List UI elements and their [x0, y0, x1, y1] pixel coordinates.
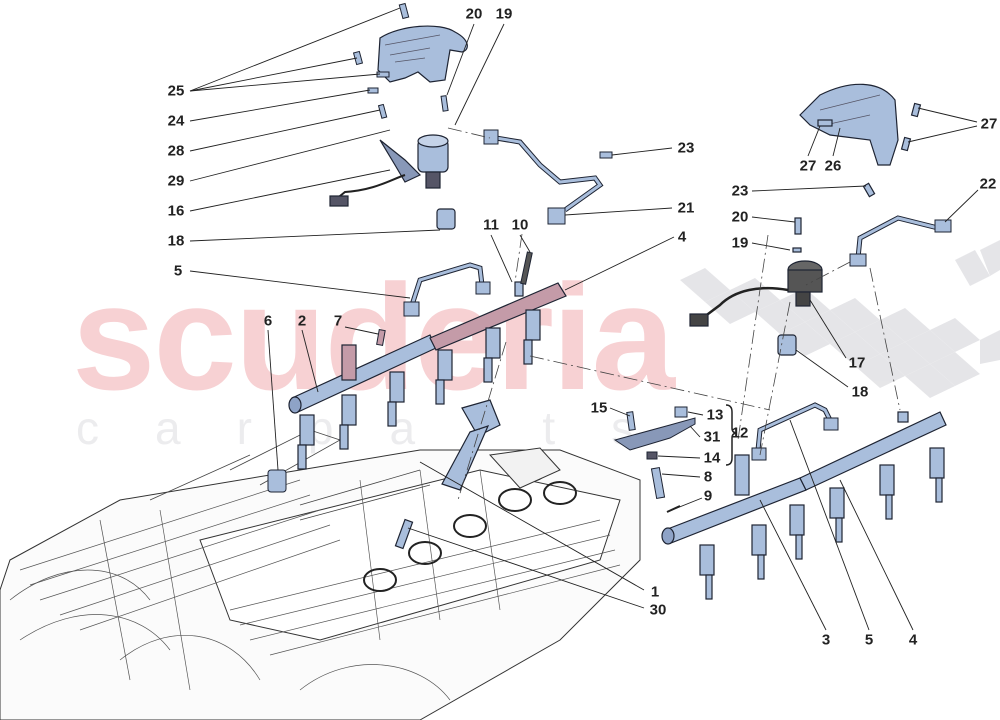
- fuel-pipe-5-right: [751, 402, 839, 461]
- callout-1[interactable]: 1: [650, 583, 660, 601]
- callout-24[interactable]: 24: [167, 112, 185, 130]
- bolt-7: [376, 329, 386, 346]
- group-12-brace: [725, 404, 738, 466]
- callout-31[interactable]: 31: [703, 428, 721, 446]
- callout-17[interactable]: 17: [848, 354, 866, 372]
- callout-10[interactable]: 10: [511, 216, 529, 234]
- leader-lines: [189, 7, 979, 631]
- callout-25[interactable]: 25: [167, 82, 185, 100]
- pump-cover-left: [377, 25, 468, 83]
- callout-23[interactable]: 23: [731, 182, 749, 200]
- callout-19[interactable]: 19: [495, 5, 513, 23]
- callout-15[interactable]: 15: [590, 399, 608, 417]
- fuel-pipe-21: [483, 129, 604, 225]
- callout-16[interactable]: 16: [167, 202, 185, 220]
- bolt-23-left: [599, 151, 613, 159]
- hp-pump-right: [689, 260, 823, 356]
- hp-pump-left: [329, 134, 456, 230]
- callout-9[interactable]: 9: [703, 487, 713, 505]
- fuel-rail-right: [661, 411, 947, 600]
- callout-13[interactable]: 13: [706, 406, 724, 424]
- sleeve-6: [267, 469, 287, 493]
- fuel-pipe-22: [849, 215, 952, 267]
- callout-23[interactable]: 23: [677, 139, 695, 157]
- watermark-scuderia: scuderia: [72, 253, 675, 421]
- bolt-10: [520, 251, 533, 285]
- callout-27[interactable]: 27: [980, 115, 998, 133]
- callout-8[interactable]: 8: [703, 468, 713, 486]
- ignition-coil: [394, 399, 501, 550]
- callout-12[interactable]: 12: [731, 424, 749, 442]
- callout-18[interactable]: 18: [851, 383, 869, 401]
- pump-cover-right: [792, 83, 922, 253]
- callout-28[interactable]: 28: [167, 142, 185, 160]
- callout-30[interactable]: 30: [649, 601, 667, 619]
- checker-flag-watermark: [680, 240, 1000, 398]
- callout-7[interactable]: 7: [333, 312, 343, 330]
- callout-4[interactable]: 4: [908, 631, 918, 649]
- fuel-rail-left: [288, 281, 567, 470]
- bolts-25: [352, 2, 449, 119]
- engine-block: [0, 429, 641, 720]
- callout-19[interactable]: 19: [731, 234, 749, 252]
- callout-5[interactable]: 5: [864, 631, 874, 649]
- callout-22[interactable]: 22: [979, 175, 997, 193]
- callout-27[interactable]: 27: [799, 157, 817, 175]
- callout-20[interactable]: 20: [465, 5, 483, 23]
- callout-5[interactable]: 5: [173, 262, 183, 280]
- callout-21[interactable]: 21: [677, 199, 695, 217]
- callout-6[interactable]: 6: [263, 312, 273, 330]
- bracket-31: [613, 406, 696, 513]
- assembly-axis-lines: [447, 127, 901, 501]
- callout-29[interactable]: 29: [167, 172, 185, 190]
- callout-26[interactable]: 26: [824, 157, 842, 175]
- callout-14[interactable]: 14: [703, 449, 721, 467]
- callout-18[interactable]: 18: [167, 232, 185, 250]
- callout-4[interactable]: 4: [677, 228, 687, 246]
- callout-11[interactable]: 11: [483, 216, 499, 234]
- fuel-pipe-5-left: [403, 262, 491, 317]
- callout-20[interactable]: 20: [731, 208, 749, 226]
- callout-2[interactable]: 2: [297, 312, 307, 330]
- callout-3[interactable]: 3: [821, 631, 831, 649]
